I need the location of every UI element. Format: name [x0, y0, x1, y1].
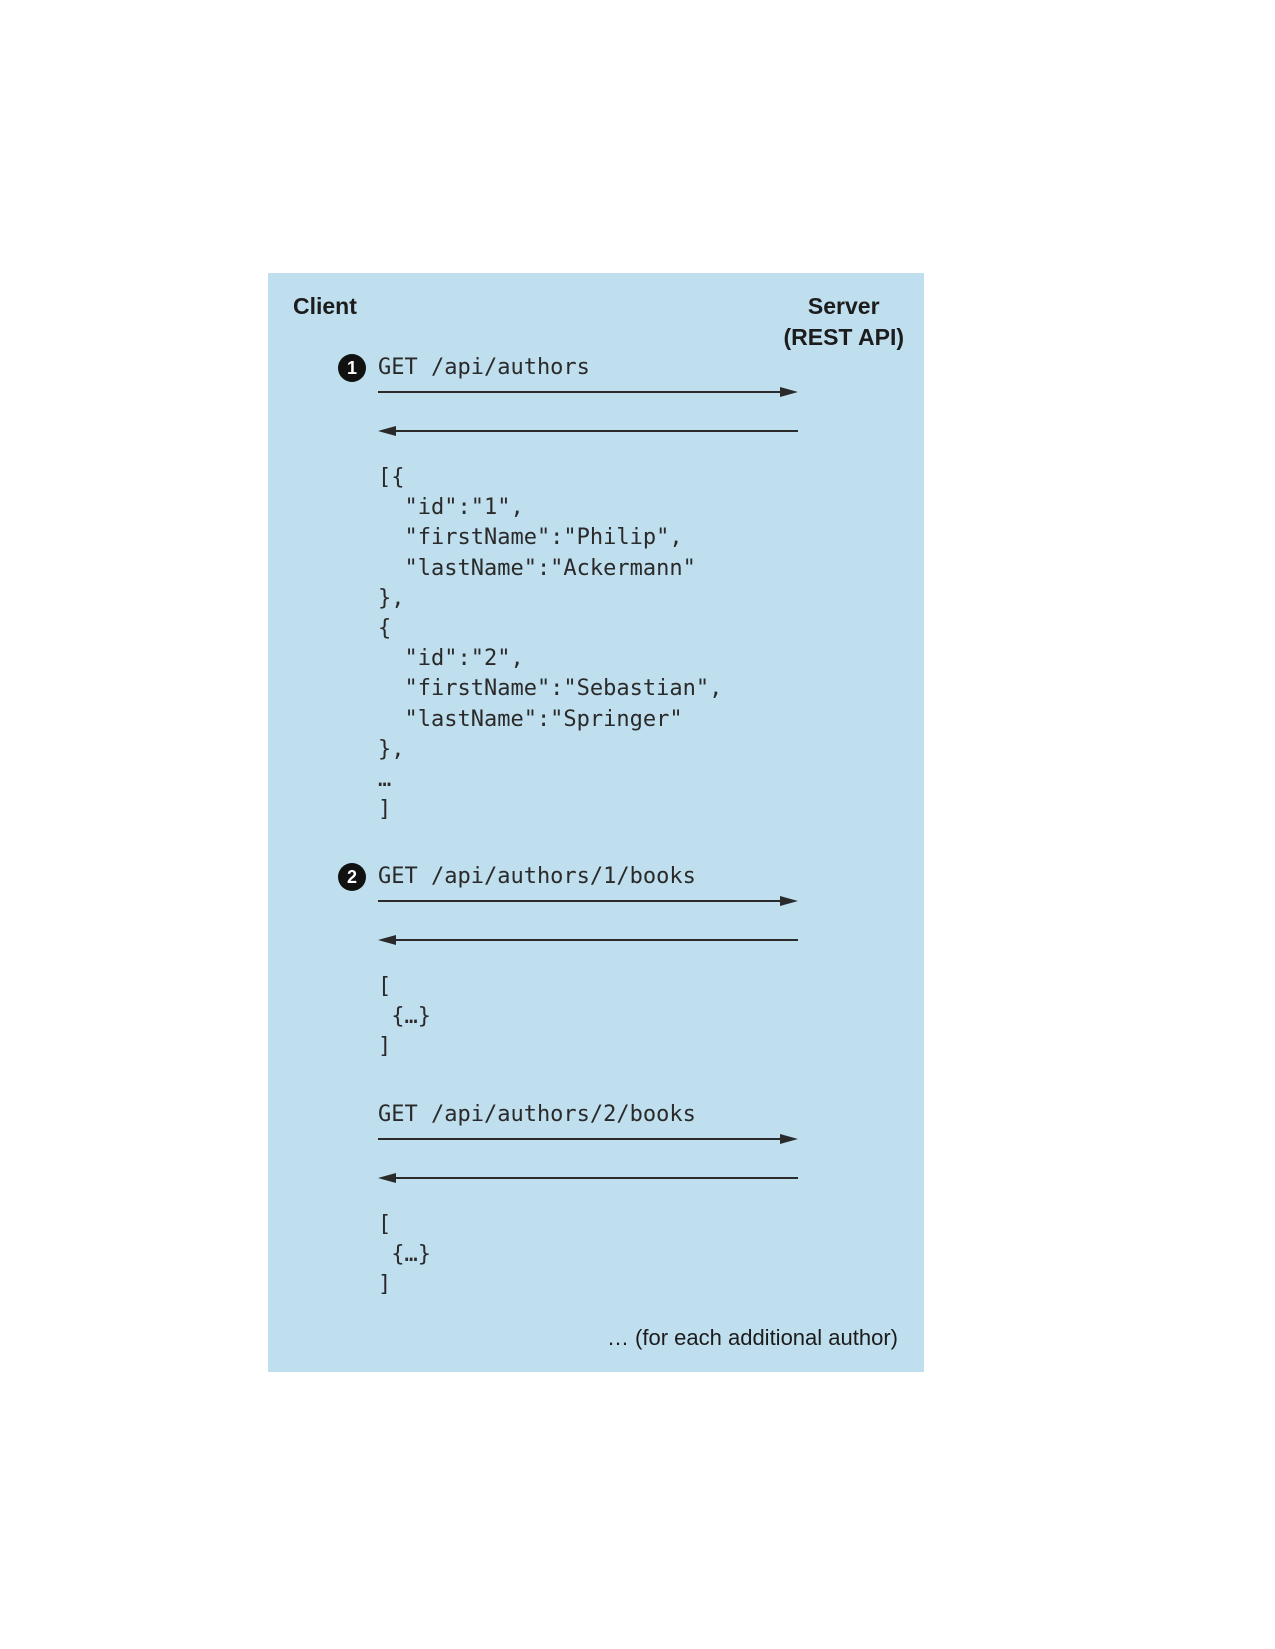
response-3-body: [ {…} ]: [378, 1212, 431, 1298]
response-2-body: [ {…} ]: [378, 974, 431, 1060]
request-3-label: GET /api/authors/2/books: [378, 1102, 696, 1127]
client-label: Client: [293, 293, 357, 319]
response-1-body: [{ "id":"1", "firstName":"Philip", "last…: [378, 465, 723, 823]
response-2-arrow: [378, 935, 798, 945]
server-label-line2: (REST API): [783, 324, 904, 350]
footnote: … (for each additional author): [606, 1325, 898, 1350]
server-label: Server (REST API): [783, 291, 904, 353]
step-1-badge: 1: [338, 354, 366, 382]
request-1-arrow: [378, 387, 798, 397]
request-3-arrow: [378, 1134, 798, 1144]
server-label-line1: Server: [807, 293, 880, 319]
step-2-badge: 2: [338, 863, 366, 891]
request-1-label: GET /api/authors: [378, 355, 590, 380]
response-1-arrow: [378, 426, 798, 436]
response-3-arrow: [378, 1173, 798, 1183]
sequence-diagram-panel: Client Server (REST API) 1 GET /api/auth…: [268, 273, 924, 1372]
request-2-label: GET /api/authors/1/books: [378, 864, 696, 889]
request-2-arrow: [378, 896, 798, 906]
